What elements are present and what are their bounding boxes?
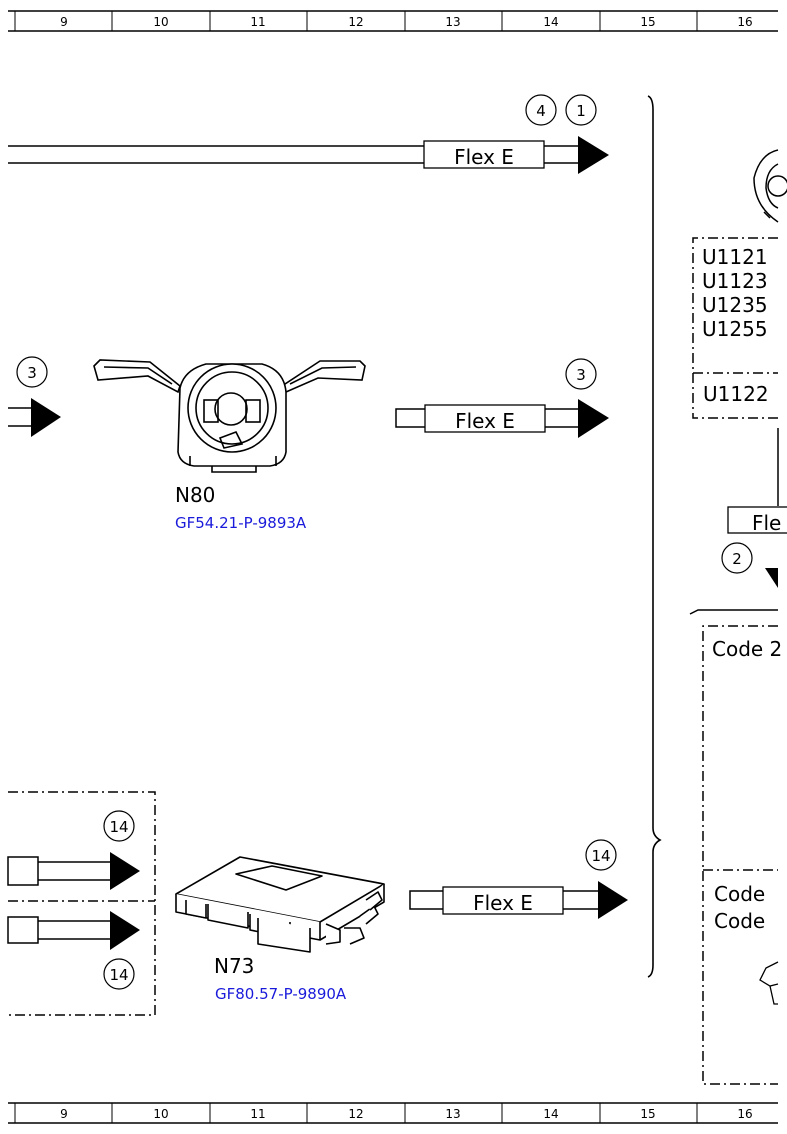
arrow-down-icon: [765, 568, 778, 588]
bracket-line: [689, 609, 778, 615]
code-box-u-list: [692, 237, 778, 419]
component-name: N73: [214, 954, 254, 978]
ruler-label: 9: [60, 1107, 68, 1121]
connector-stub: [7, 856, 39, 886]
flex-label: Flex E: [473, 891, 533, 915]
n73-reference-link[interactable]: GF80.57-P-9890A: [215, 985, 347, 1003]
partial-component-icon: [753, 149, 787, 223]
flex-label-box: [442, 886, 564, 915]
reference-bubble: [721, 542, 753, 574]
n80-reference-link[interactable]: GF54.21-P-9893A: [175, 514, 307, 532]
code-text: Code: [714, 882, 765, 906]
code-text: U1122: [703, 382, 769, 406]
connector-stub: [395, 408, 427, 428]
code-box-large: [702, 625, 778, 1085]
ruler-label: 16: [737, 1107, 752, 1121]
bubble-number: 14: [591, 847, 610, 865]
ruler-label: 10: [153, 1107, 168, 1121]
code-text: Code 2: [712, 637, 782, 661]
arrow-right-icon: [578, 136, 609, 174]
flex-line-top: Flex E 4 1: [8, 94, 609, 174]
ruler-label: 11: [250, 15, 265, 29]
flex-label-box: [727, 506, 787, 534]
bubble-number: 4: [536, 102, 546, 120]
reference-bubble: [103, 958, 135, 990]
flex-line-left-14-lower: 14: [7, 911, 140, 990]
partial-part-icon: [759, 961, 779, 1005]
bubble-number: 14: [109, 818, 128, 836]
arrow-right-icon: [110, 852, 140, 890]
grouping-brace: [647, 95, 662, 978]
arrow-right-icon: [578, 399, 609, 438]
bubble-number: 3: [27, 364, 37, 382]
ruler-label: 15: [640, 15, 655, 29]
code-text: Code: [714, 909, 765, 933]
connector-stub: [7, 916, 39, 944]
bottom-ruler: 9 10 11 12 13 14 15 16: [8, 1102, 778, 1124]
flex-line-middle: Flex E 3: [395, 358, 609, 438]
bubble-number: 3: [576, 366, 586, 384]
left-code-box: [8, 791, 156, 1016]
arrow-right-icon: [31, 398, 61, 437]
reference-bubble: [565, 358, 597, 390]
code-text: U1121: [702, 245, 768, 269]
flex-line-bottom: Flex E 14: [409, 839, 628, 919]
code-text: U1255: [702, 317, 768, 341]
ruler-label: 10: [153, 15, 168, 29]
ruler-label: 13: [445, 1107, 460, 1121]
reference-bubble: [525, 94, 557, 126]
ruler-label: 12: [348, 1107, 363, 1121]
reference-bubble: [565, 94, 597, 126]
top-ruler: 9 10 11 12 13 14 15 16: [8, 10, 778, 32]
ruler-label: 14: [543, 1107, 558, 1121]
reference-bubble: [585, 839, 617, 871]
connector-stub: [409, 890, 445, 910]
ruler-label: 16: [737, 15, 752, 29]
flex-label-box: [423, 140, 545, 169]
ruler-label: 9: [60, 15, 68, 29]
code-text: U1235: [702, 293, 768, 317]
ruler-label: 14: [543, 15, 558, 29]
bubble-number: 14: [109, 966, 128, 984]
flex-line-left-3: 3: [8, 356, 61, 437]
bubble-number: 1: [576, 102, 586, 120]
ruler-label: 11: [250, 1107, 265, 1121]
bubble-number: 2: [732, 550, 742, 568]
code-text: U1123: [702, 269, 768, 293]
ruler-label: 15: [640, 1107, 655, 1121]
flex-label: Flex E: [454, 145, 514, 169]
component-name: N80: [175, 483, 215, 507]
reference-bubble: [16, 356, 48, 388]
arrow-right-icon: [110, 911, 140, 950]
flex-line-left-14-upper: 14: [7, 810, 140, 890]
ruler-label: 12: [348, 15, 363, 29]
arrow-right-icon: [598, 881, 628, 919]
flex-label-box: [424, 404, 546, 433]
flex-label: Fle: [752, 511, 781, 535]
n80-steering-module-icon: [93, 359, 366, 473]
flex-label: Flex E: [455, 409, 515, 433]
reference-bubble: [103, 810, 135, 842]
ruler-label: 13: [445, 15, 460, 29]
n73-control-unit-icon: [175, 856, 385, 953]
